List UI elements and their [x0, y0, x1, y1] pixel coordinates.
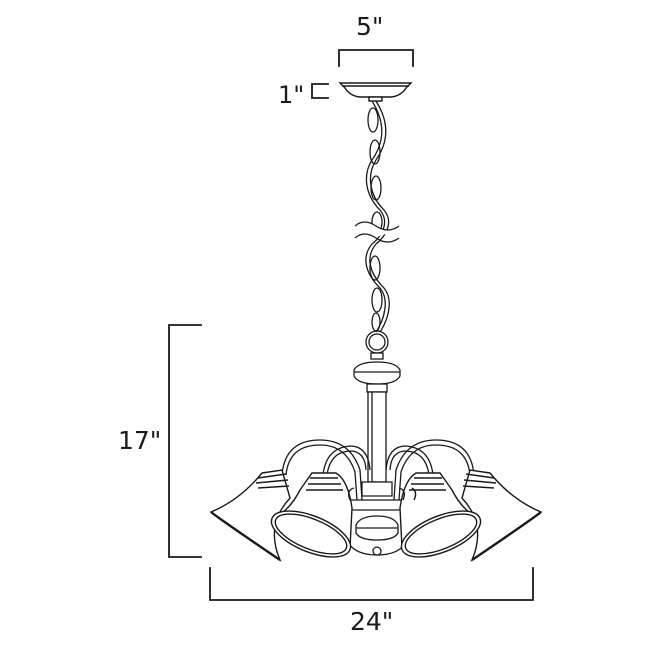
height-bracket — [168, 324, 202, 558]
canopy-width-bracket — [338, 49, 414, 67]
width-bracket — [209, 567, 534, 601]
fixture-width-label: 24" — [350, 607, 394, 636]
chain-break-symbol — [354, 221, 400, 243]
shade-far-right — [461, 469, 543, 562]
center-column — [344, 330, 410, 556]
canopy — [338, 82, 413, 102]
shade-inner-left — [270, 472, 353, 558]
bell-glass-shades — [209, 469, 543, 562]
canopy-height-label: 1" — [278, 81, 305, 109]
shade-inner-right — [399, 472, 482, 558]
canopy-width-label: 5" — [356, 12, 384, 41]
canopy-height-bracket — [311, 83, 329, 99]
fixture-height-label: 17" — [118, 426, 162, 455]
chandelier-arms — [281, 439, 475, 506]
chain — [365, 100, 390, 333]
shade-far-left — [209, 469, 291, 562]
